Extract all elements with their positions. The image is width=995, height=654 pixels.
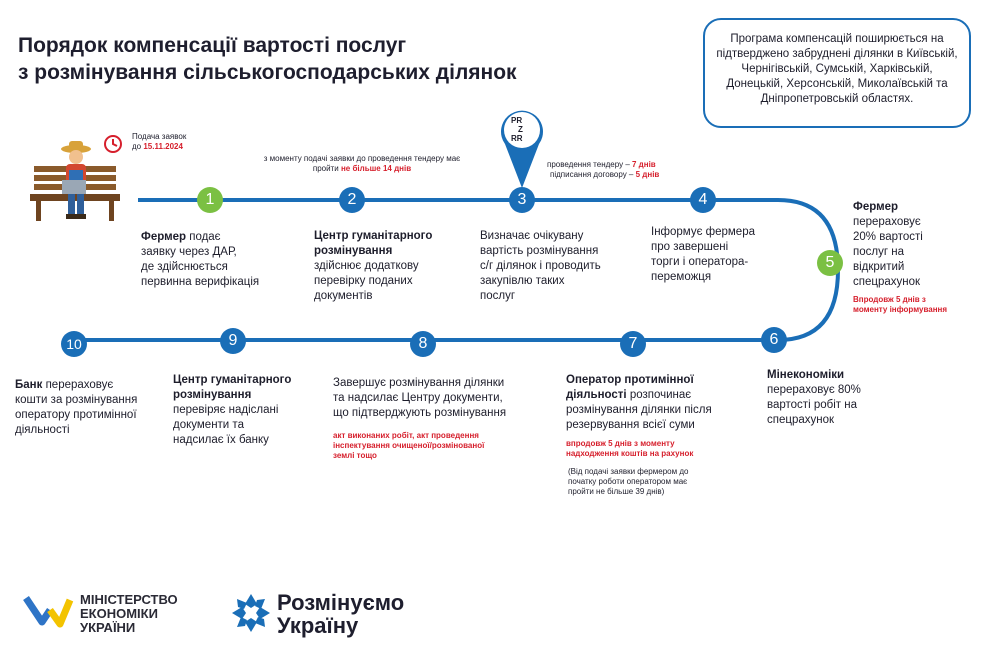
info-box-text: Програма компенсацій поширюється на підт…: [716, 33, 958, 105]
ministry-logo-icon: [23, 596, 74, 628]
step-8-circle: 8: [410, 331, 436, 357]
step-1-text: Фермер подає заявку через ДАР, де здійсн…: [141, 231, 260, 288]
note-tender-timing: проведення тендеру – 7 днів підписання д…: [547, 160, 660, 179]
step-9-circle: 9: [220, 328, 246, 354]
title-line-1: Порядок компенсації вартості послуг: [18, 34, 407, 57]
step-6-text: Мінекономіки перераховує 80% вартості ро…: [767, 369, 861, 426]
step-5-text: Фермер перераховує 20% вартості послуг н…: [853, 201, 948, 314]
step-2-circle: 2: [339, 187, 365, 213]
step-3-circle: 3: [509, 187, 535, 213]
demine-ukraine-logo-text: Розмінуємо Україну: [277, 590, 405, 638]
prozorro-pin-icon: [501, 110, 543, 188]
farmer-bench-icon: [30, 141, 120, 221]
clock-icon: [104, 135, 122, 153]
page-title: Порядок компенсації вартості послуг з ро…: [18, 32, 517, 86]
step-4-text: Інформує фермера про завершені торги і о…: [651, 226, 755, 283]
step-10-text: Банк перераховує кошти за розмінування о…: [15, 379, 138, 436]
deadline-date: 15.11.2024: [143, 142, 183, 151]
step-8-text: Завершує розмінування ділянки та надсила…: [333, 377, 507, 460]
step-2-text: Центр гуманітарного розмінування здійсню…: [314, 230, 433, 302]
timeline-top-line: [138, 198, 778, 202]
prozorro-logo: PR Z RR: [511, 116, 523, 143]
step-6-circle: 6: [761, 327, 787, 353]
info-box: Програма компенсацій поширюється на підт…: [703, 18, 971, 128]
step-10-circle: 10: [61, 331, 87, 357]
step-3-text: Визначає очікувану вартість розмінування…: [480, 230, 601, 302]
ministry-logo-text: МІНІСТЕРСТВО ЕКОНОМІКИ УКРАЇНИ: [80, 592, 178, 635]
note-tender-deadline: з моменту подачі заявки до проведення те…: [263, 154, 461, 173]
deadline-label: Подача заявок до 15.11.2024: [132, 132, 187, 151]
step-5-circle: 5: [817, 250, 843, 276]
title-line-2: з розмінування сільськогосподарських діл…: [18, 61, 517, 84]
step-4-circle: 4: [690, 187, 716, 213]
demine-ukraine-logo-icon: [232, 594, 270, 632]
step-7-circle: 7: [620, 331, 646, 357]
step-7-text: Оператор протимінної діяльності розпочин…: [566, 374, 712, 496]
step-1-circle: 1: [197, 187, 223, 213]
step-9-text: Центр гуманітарного розмінування перевір…: [173, 374, 292, 446]
